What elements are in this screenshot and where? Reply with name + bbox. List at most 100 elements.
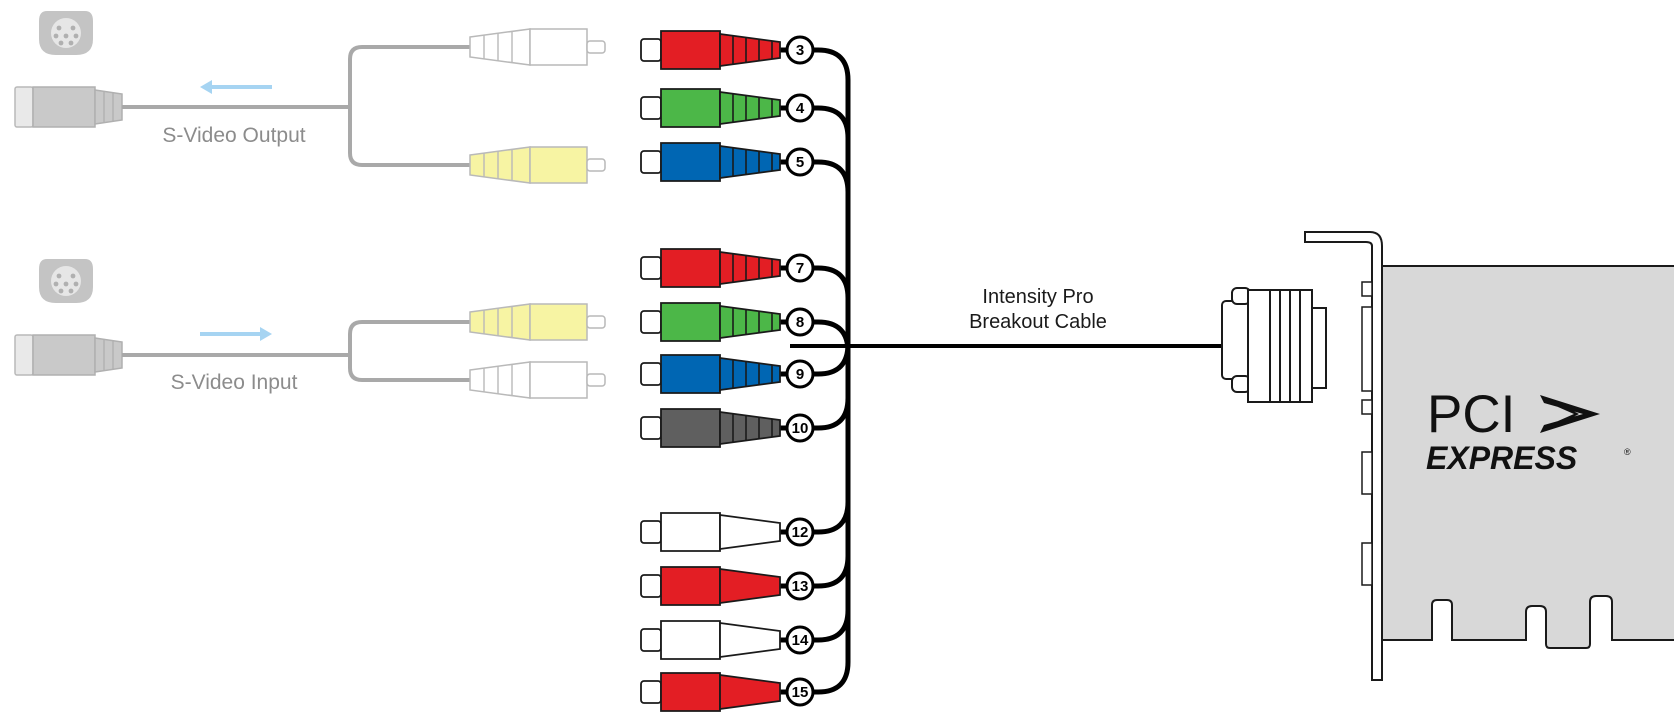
rca-connector-icon: 7 — [640, 248, 815, 288]
rca-connector-icon — [469, 361, 606, 399]
rca-connector-icon: 3 — [640, 30, 815, 70]
rca-connector-icon — [469, 28, 606, 66]
connector-number: 9 — [796, 366, 804, 383]
rca-sleeve — [719, 410, 781, 446]
connector-number-badge: 7 — [785, 253, 815, 283]
arrow-head — [260, 327, 272, 341]
rca-sleeve — [719, 144, 781, 180]
rca-connector-icon: 5 — [640, 142, 815, 182]
rca-tip — [586, 315, 606, 329]
rca-connector-icon — [469, 146, 606, 184]
svideo-split-cable — [122, 320, 470, 382]
svideo-plug-icon — [14, 334, 123, 376]
svideo-split-cable — [122, 45, 470, 167]
badge-circle — [785, 307, 815, 337]
connector-number-badge: 5 — [785, 147, 815, 177]
arrow-left-icon — [200, 80, 272, 94]
rca-sleeve — [469, 361, 531, 399]
badge-circle — [785, 253, 815, 283]
connector-number-badge: 9 — [785, 359, 815, 389]
svideo-port-icon — [39, 259, 93, 303]
svideo-output-group — [14, 11, 606, 184]
rca-tip — [640, 96, 662, 120]
cable-strand — [780, 47, 851, 346]
pcie-card-icon — [1304, 231, 1674, 681]
connector-number: 10 — [792, 420, 809, 437]
cable-strand — [780, 105, 851, 346]
svideo-port-pin — [73, 33, 79, 39]
rca-body — [660, 672, 721, 712]
svideo-port-pin — [56, 273, 62, 279]
rca-tip — [640, 150, 662, 174]
rca-connector-icon: 14 — [640, 620, 815, 660]
arrow-head — [200, 80, 212, 94]
rca-sleeve — [719, 90, 781, 126]
rca-connector-icon: 8 — [640, 302, 815, 342]
badge-circle — [785, 93, 815, 123]
rca-sleeve — [719, 32, 781, 68]
connector-number-badge: 12 — [785, 517, 815, 547]
connector-number-badge: 15 — [785, 677, 815, 707]
svideo-port-pin — [63, 33, 69, 39]
svideo-port-pin — [53, 33, 59, 39]
rca-body — [529, 146, 588, 184]
connector-number-badge: 3 — [785, 35, 815, 65]
cable-strand — [780, 346, 851, 695]
svideo-plug-sleeve — [94, 89, 123, 125]
rca-sleeve — [719, 250, 781, 286]
rca-sleeve — [469, 146, 531, 184]
rca-connector-icon — [469, 303, 606, 341]
rca-tip — [586, 158, 606, 172]
rca-sleeve — [719, 304, 781, 340]
rca-body — [660, 248, 721, 288]
connector-number: 3 — [796, 42, 804, 59]
arrow-right-icon — [200, 327, 272, 341]
rca-body — [529, 361, 588, 399]
svideo-port-pin — [58, 288, 64, 294]
badge-circle — [785, 147, 815, 177]
rca-body — [660, 566, 721, 606]
pcie-registered-mark: ® — [1624, 447, 1631, 457]
svideo-port-icon — [39, 11, 93, 55]
rca-sleeve — [469, 303, 531, 341]
connector-number: 8 — [796, 314, 804, 331]
svideo-port-pin — [73, 281, 79, 287]
rca-body — [529, 28, 588, 66]
rca-body — [660, 620, 721, 660]
svideo-input-label: S-Video Input — [171, 371, 298, 394]
connector-number-badge: 4 — [785, 93, 815, 123]
svideo-plug-body — [32, 86, 96, 128]
rca-body — [660, 88, 721, 128]
rca-tip — [640, 574, 662, 598]
svideo-plug-icon — [14, 86, 123, 128]
cable-strand — [780, 346, 851, 431]
rca-sleeve — [719, 356, 781, 392]
svideo-plug-body — [32, 334, 96, 376]
rca-tip — [640, 520, 662, 544]
svideo-port-pin — [63, 281, 69, 287]
cable-strand — [780, 265, 851, 346]
connector-number-badge: 13 — [785, 571, 815, 601]
svideo-port-pin — [68, 288, 74, 294]
connector-number: 12 — [792, 524, 809, 541]
connector-number: 5 — [796, 154, 804, 171]
svideo-layer — [14, 11, 606, 399]
connector-number-badge: 10 — [785, 413, 815, 443]
svideo-port-pin — [53, 281, 59, 287]
rca-connector-icon: 9 — [640, 354, 815, 394]
svideo-plug-tip — [14, 334, 34, 376]
badge-circle — [785, 413, 815, 443]
rca-tip — [640, 38, 662, 62]
badge-circle — [785, 625, 815, 655]
pcie-logo-top: PCI — [1427, 385, 1515, 444]
rca-tip — [640, 680, 662, 704]
rca-connector-icon: 10 — [640, 408, 815, 448]
svideo-input-group — [14, 259, 606, 399]
svideo-plug-tip — [14, 86, 34, 128]
connector-number: 7 — [796, 260, 804, 277]
badge-circle — [785, 517, 815, 547]
dvi-connector-icon — [1221, 287, 1327, 403]
cable-label-line2: Breakout Cable — [969, 311, 1107, 333]
connector-number: 13 — [792, 578, 809, 595]
